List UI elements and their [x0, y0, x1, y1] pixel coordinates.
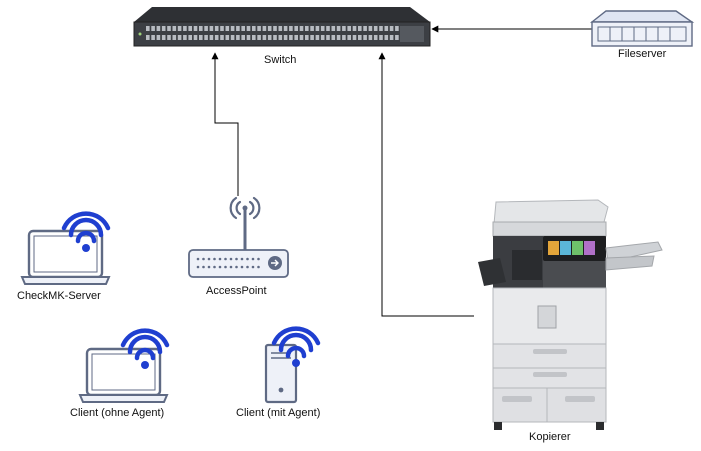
- client-ohne-agent-label: Client (ohne Agent): [70, 407, 165, 419]
- kopierer-label: Kopierer: [529, 431, 571, 443]
- fileserver-label: Fileserver: [618, 48, 667, 60]
- pc-tower-icon: [264, 343, 298, 404]
- laptop-icon: [78, 347, 169, 403]
- laptop-icon: [20, 229, 111, 285]
- network-switch-icon: [133, 7, 431, 47]
- router-icon: [188, 196, 289, 278]
- wifi-icon: [271, 326, 321, 367]
- client-mit-agent-label: Client (mit Agent): [236, 407, 321, 419]
- accesspoint-label: AccessPoint: [206, 285, 267, 297]
- switch-label: Switch: [264, 54, 297, 66]
- server-rack-icon: [589, 10, 695, 47]
- wifi-icon: [120, 328, 170, 369]
- checkmk-server-label: CheckMK-Server: [17, 290, 101, 302]
- connector-kopierer-switch: [378, 52, 474, 317]
- wifi-icon: [61, 211, 111, 252]
- copier-icon: [478, 199, 663, 430]
- connector-accesspoint-switch: [211, 52, 239, 196]
